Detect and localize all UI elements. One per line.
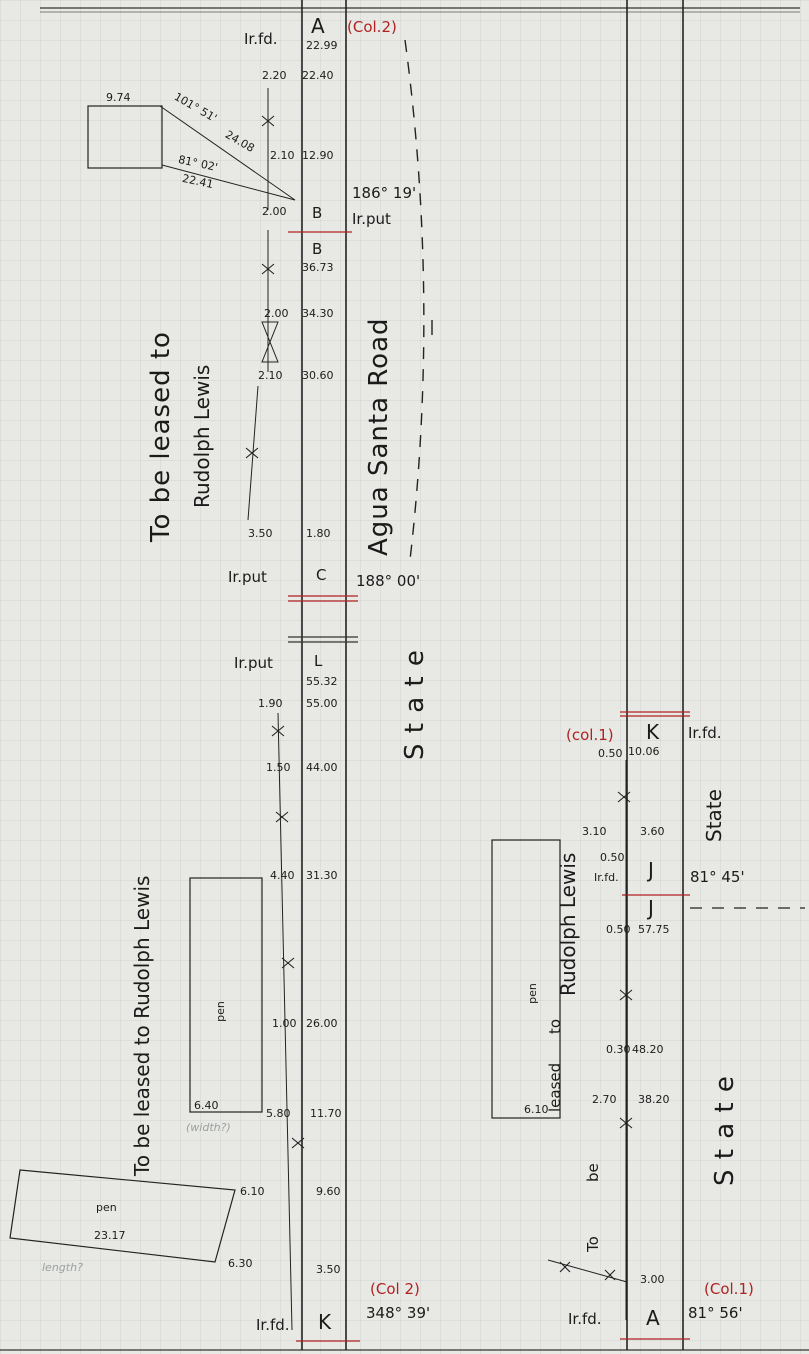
ir-fd-a: Ir.fd. bbox=[568, 1310, 602, 1328]
lease-be: be bbox=[584, 1163, 602, 1182]
lease-upper-2: Rudolph Lewis bbox=[190, 364, 214, 508]
state-upper-right: State bbox=[702, 789, 726, 842]
chain-48-20: 48.20 bbox=[632, 1043, 664, 1056]
station-l: L bbox=[314, 652, 323, 670]
ir-fd-k: Ir.fd. bbox=[688, 724, 722, 742]
ir-fd-j: Ir.fd. bbox=[594, 871, 619, 884]
chain-1-80: 1.80 bbox=[306, 527, 331, 540]
chain-22-40: 22.40 bbox=[302, 69, 334, 82]
station-j-lower: J bbox=[648, 896, 654, 920]
station-b-upper: B bbox=[312, 204, 323, 222]
offset-0-50-a: 0.50 bbox=[598, 747, 623, 760]
pen-label: pen bbox=[213, 1001, 227, 1022]
state-lower-right: S t a t e bbox=[710, 1075, 740, 1186]
station-b-lower: B bbox=[312, 240, 323, 258]
chain-9-60: 9.60 bbox=[316, 1185, 341, 1198]
pen-dim-right: 6.10 bbox=[524, 1103, 549, 1116]
chain-3-00: 3.00 bbox=[640, 1273, 665, 1286]
pen2-label: pen bbox=[96, 1201, 117, 1214]
chain-57-75: 57.75 bbox=[638, 923, 670, 936]
offset-6-30: 6.30 bbox=[228, 1257, 253, 1270]
chain-36-73: 36.73 bbox=[302, 261, 334, 274]
chain-38-20: 38.20 bbox=[638, 1093, 670, 1106]
bearing-a: 81° 56' bbox=[688, 1304, 743, 1322]
chain-3-50: 3.50 bbox=[316, 1263, 341, 1276]
pen2-length: 23.17 bbox=[94, 1229, 126, 1242]
lease-name: Rudolph Lewis bbox=[556, 852, 580, 996]
offset-2-70: 2.70 bbox=[592, 1093, 617, 1106]
ir-put-l: Ir.put bbox=[234, 654, 273, 672]
state-label-left: S t a t e bbox=[400, 649, 430, 760]
lease-leased: leased bbox=[546, 1062, 564, 1112]
offset-2-10: 2.10 bbox=[270, 149, 295, 162]
chain-12-90: 12.90 bbox=[302, 149, 334, 162]
bearing-c: 188° 00' bbox=[356, 572, 421, 590]
pen-label-right: pen bbox=[525, 983, 539, 1004]
offset-0-50-c: 0.50 bbox=[606, 923, 631, 936]
station-a: A bbox=[311, 14, 325, 38]
pen2-length-note: length? bbox=[42, 1261, 83, 1274]
chain-26-00: 26.00 bbox=[306, 1017, 338, 1030]
offset-0-50-b: 0.50 bbox=[600, 851, 625, 864]
chain-11-70: 11.70 bbox=[310, 1107, 342, 1120]
col1-top: (col.1) bbox=[566, 726, 614, 744]
col1-bottom: (Col.1) bbox=[704, 1280, 754, 1298]
offset-6-10: 6.10 bbox=[240, 1185, 265, 1198]
offset-0-30: 0.30 bbox=[606, 1043, 631, 1056]
offset-4-40: 4.40 bbox=[270, 869, 295, 882]
offset-2-00: 2.00 bbox=[264, 307, 289, 320]
station-k: K bbox=[318, 1310, 332, 1334]
station-a-right: A bbox=[646, 1306, 660, 1330]
pen-width-note: (width?) bbox=[186, 1121, 231, 1134]
lease-upper-1: To be leased to bbox=[146, 331, 176, 542]
road-label: Agua Santa Road bbox=[364, 317, 394, 556]
offset-3-50: 3.50 bbox=[248, 527, 273, 540]
offset-1-50: 1.50 bbox=[266, 761, 291, 774]
col2-top: (Col.2) bbox=[347, 18, 397, 36]
chain-10-06: 10.06 bbox=[628, 745, 660, 758]
ir-fd-top: Ir.fd. bbox=[244, 30, 278, 48]
station-j-upper: J bbox=[648, 858, 654, 882]
pen-width: 6.40 bbox=[194, 1099, 219, 1112]
offset-3-10: 3.10 bbox=[582, 825, 607, 838]
chain-3-60: 3.60 bbox=[640, 825, 665, 838]
offset-2-10-b: 2.10 bbox=[258, 369, 283, 382]
ir-fd-bottom: Ir.fd. bbox=[256, 1316, 290, 1334]
station-k-right: K bbox=[646, 720, 660, 744]
chain-34-30: 34.30 bbox=[302, 307, 334, 320]
station-c: C bbox=[316, 566, 327, 584]
offset-2-00-b: 2.00 bbox=[262, 205, 287, 218]
bearing-j: 81° 45' bbox=[690, 868, 745, 886]
col2-bottom: (Col 2) bbox=[370, 1280, 420, 1298]
ir-put-b: Ir.put bbox=[352, 210, 391, 228]
offset-5-80: 5.80 bbox=[266, 1107, 291, 1120]
bearing-k: 348° 39' bbox=[366, 1304, 431, 1322]
chain-55-32: 55.32 bbox=[306, 675, 338, 688]
offset-1-00: 1.00 bbox=[272, 1017, 297, 1030]
sketch-side-top: 9.74 bbox=[106, 91, 131, 104]
chain-22-99: 22.99 bbox=[306, 39, 338, 52]
offset-1-90: 1.90 bbox=[258, 697, 283, 710]
lease-to: To bbox=[584, 1236, 602, 1252]
chain-31-30: 31.30 bbox=[306, 869, 338, 882]
ir-put-c: Ir.put bbox=[228, 568, 267, 586]
bearing-b: 186° 19' bbox=[352, 184, 417, 202]
offset-2-20: 2.20 bbox=[262, 69, 287, 82]
chain-30-60: 30.60 bbox=[302, 369, 334, 382]
chain-44-00: 44.00 bbox=[306, 761, 338, 774]
lease-to2: to bbox=[546, 1018, 564, 1034]
chain-55-00: 55.00 bbox=[306, 697, 338, 710]
lease-lower: To be leased to Rudolph Lewis bbox=[130, 875, 154, 1176]
